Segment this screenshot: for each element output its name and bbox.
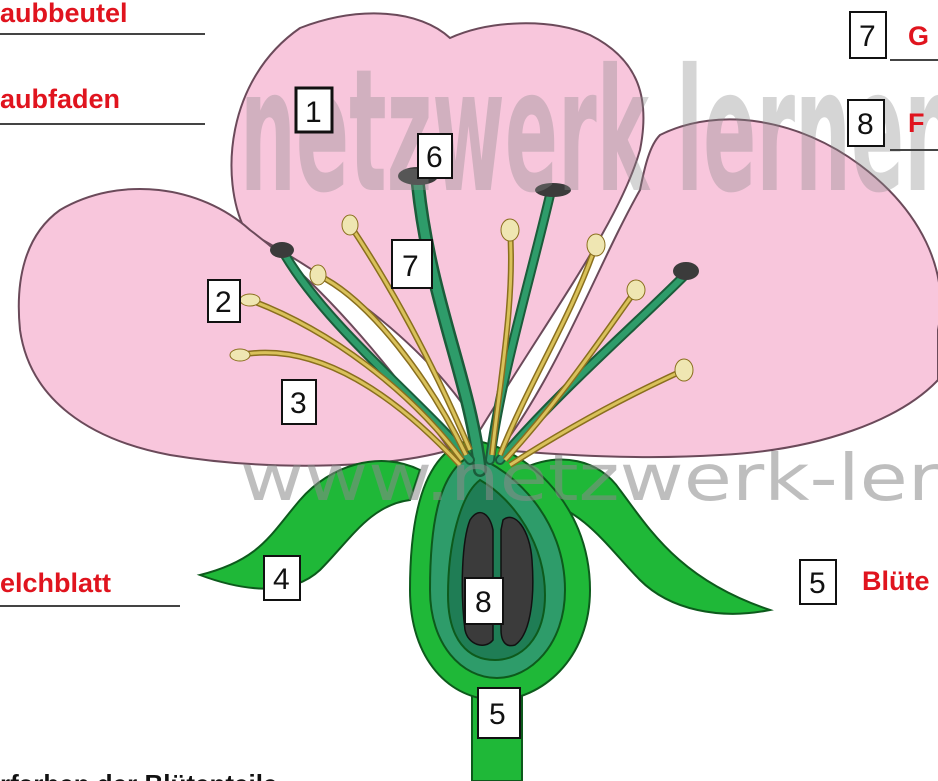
- label-bluetenboden: Blüte: [862, 566, 930, 596]
- svg-text:1: 1: [305, 96, 322, 129]
- number-box-3: 3: [282, 380, 316, 424]
- number-box-4: 4: [264, 556, 300, 600]
- number-box-1: 1: [296, 88, 332, 132]
- caption: rfarben der Blütenteile: [0, 769, 277, 781]
- svg-text:6: 6: [426, 141, 443, 174]
- label-fruchtknoten: F: [908, 108, 925, 138]
- number-box-5-stem: 5: [478, 688, 520, 738]
- svg-text:3: 3: [290, 387, 307, 420]
- svg-text:5: 5: [809, 567, 826, 600]
- number-box-8-side: 8: [848, 100, 884, 146]
- svg-text:8: 8: [475, 586, 492, 619]
- watermark-logo: netzwerk lernen: [240, 33, 938, 231]
- number-box-8-center: 8: [465, 578, 503, 624]
- number-box-7-side: 7: [850, 12, 886, 58]
- svg-text:4: 4: [273, 563, 290, 596]
- number-box-5-side: 5: [800, 560, 836, 604]
- svg-text:2: 2: [215, 286, 232, 319]
- number-box-2: 2: [208, 280, 240, 322]
- svg-text:8: 8: [857, 108, 874, 141]
- label-staubbeutel: aubbeutel: [0, 0, 128, 28]
- watermark-url: www.netzwerk-ler: [240, 442, 938, 516]
- number-box-6: 6: [418, 134, 452, 178]
- svg-text:7: 7: [859, 20, 876, 53]
- label-kelchblatt: elchblatt: [0, 568, 111, 598]
- number-box-7-center: 7: [392, 240, 432, 288]
- label-griffel: G: [908, 21, 929, 51]
- svg-text:5: 5: [489, 698, 506, 731]
- label-staubfaden: aubfaden: [0, 84, 120, 114]
- svg-text:7: 7: [402, 250, 419, 283]
